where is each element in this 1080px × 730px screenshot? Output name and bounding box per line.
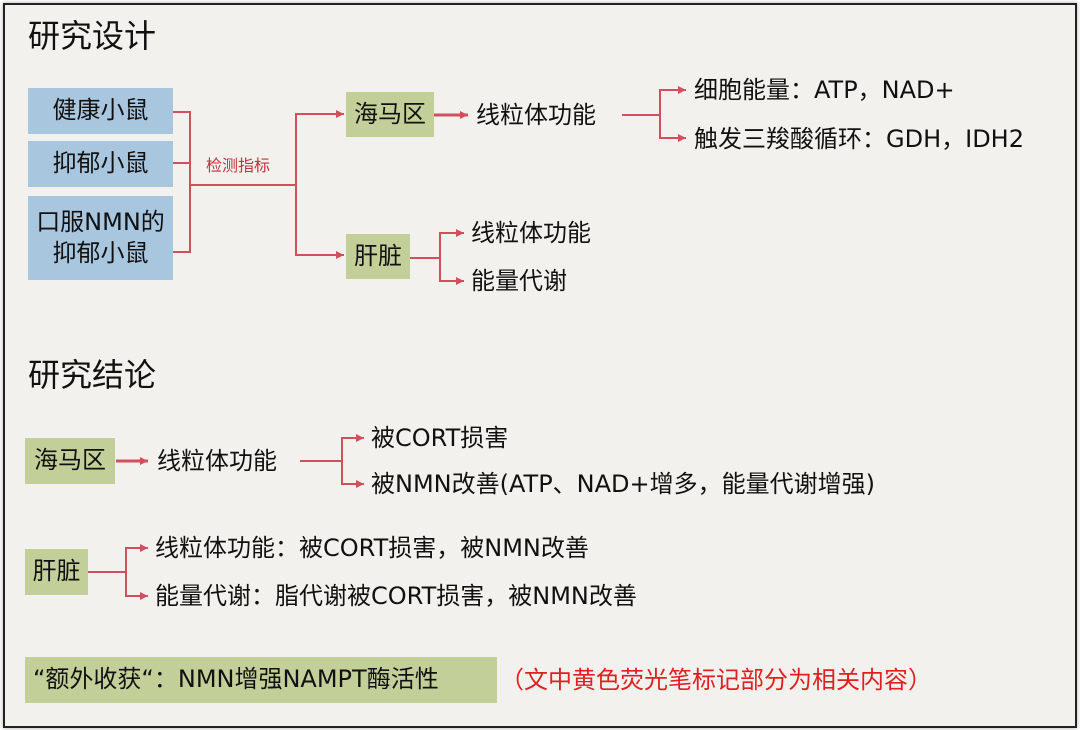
group-nmn-depressed-mice: 口服NMN的抑郁小鼠: [28, 196, 173, 280]
conclusion-liver-item-mito: 线粒体功能：被CORT损害，被NMN改善: [155, 534, 589, 562]
design-hippo-item-energy: 细胞能量：ATP，NAD+: [694, 76, 955, 104]
design-hippo-function: 线粒体功能: [476, 101, 596, 129]
highlight-note: （文中黄色荧光笔标记部分为相关内容）: [500, 666, 932, 694]
bonus-finding-box: “额外收获“：NMN增强NAMPT酶活性: [25, 657, 497, 703]
design-hippocampus-box: 海马区: [346, 92, 434, 137]
conclusion-hippo-item-cort: 被CORT损害: [371, 424, 509, 452]
group-depressed-mice: 抑郁小鼠: [28, 141, 173, 187]
arrow-liver-mito: [410, 229, 464, 259]
arrow-c-cort: [300, 434, 364, 462]
conclusion-hippo-item-nmn: 被NMN改善(ATP、NAD+增多，能量代谢增强): [371, 470, 875, 498]
design-liver-box: 肝脏: [346, 234, 410, 279]
measure-label: 检测指标: [206, 156, 271, 175]
arrow-c-liver-mito: [88, 544, 148, 573]
arrow-c-liver-energy: [125, 572, 148, 600]
design-liver-item-energy: 能量代谢: [471, 267, 567, 295]
conclusion-title: 研究结论: [28, 356, 157, 394]
arrow-liver-energy: [439, 258, 464, 285]
group-healthy-mice: 健康小鼠: [28, 88, 173, 134]
groups-bracket: [173, 111, 296, 253]
arrow-tca: [659, 115, 686, 142]
arrow-to-hippocampus: [295, 110, 344, 185]
conclusion-liver-item-energy: 能量代谢：脂代谢被CORT损害，被NMN改善: [155, 582, 637, 610]
arrow-to-liver: [295, 185, 344, 259]
diagram-frame: [3, 3, 1077, 728]
arrow-c-nmn: [341, 461, 364, 488]
conclusion-hippocampus-box: 海马区: [25, 438, 115, 484]
conclusion-hippo-function: 线粒体功能: [157, 447, 277, 475]
design-hippo-item-tca: 触发三羧酸循环：GDH，IDH2: [694, 125, 1024, 153]
conclusion-liver-box: 肝脏: [25, 549, 88, 595]
arrow-energy: [622, 86, 686, 116]
design-title: 研究设计: [28, 17, 157, 55]
design-liver-item-mito: 线粒体功能: [471, 219, 591, 247]
